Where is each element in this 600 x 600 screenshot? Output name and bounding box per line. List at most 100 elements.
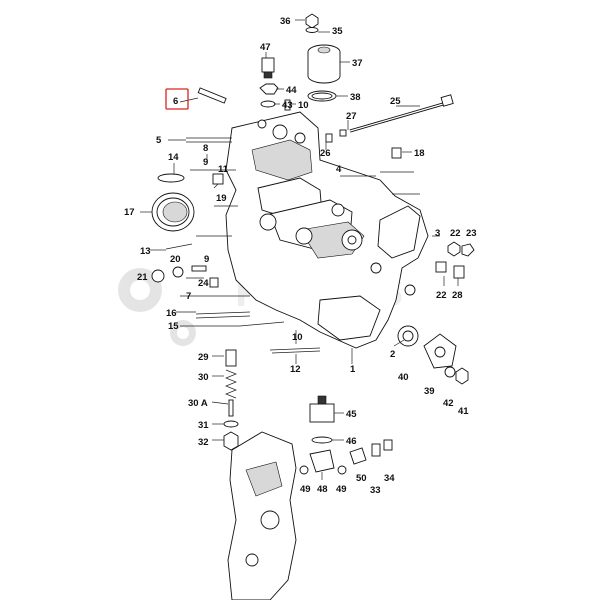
- callout-label-33[interactable]: 33: [370, 485, 381, 496]
- callout-label-48[interactable]: 48: [317, 484, 328, 495]
- callout-label-29[interactable]: 29: [198, 352, 209, 363]
- callout-label-2[interactable]: 2: [390, 349, 395, 360]
- callout-label-25[interactable]: 25: [390, 96, 401, 107]
- callout-label-15[interactable]: 15: [168, 321, 179, 332]
- callout-label-1[interactable]: 1: [350, 364, 356, 375]
- callout-label-20[interactable]: 20: [170, 254, 181, 265]
- part-36-nut[interactable]: [305, 13, 319, 29]
- callout-label-24[interactable]: 24: [198, 278, 209, 289]
- part-25-rod[interactable]: [349, 94, 454, 133]
- part-45-switch[interactable]: [309, 395, 335, 423]
- part-19-bushing[interactable]: [212, 173, 224, 185]
- callout-label-21[interactable]: 21: [137, 272, 148, 283]
- callout-label-6[interactable]: 6: [173, 96, 178, 107]
- part-18-dowel[interactable]: [391, 147, 402, 159]
- callout-label-3[interactable]: 3: [435, 228, 440, 239]
- callout-label-17[interactable]: 17: [124, 207, 135, 218]
- part-21-oring[interactable]: [151, 269, 165, 283]
- callout-label-14[interactable]: 14: [168, 152, 179, 163]
- part-28-sensor[interactable]: [453, 265, 465, 279]
- callout-label-39[interactable]: 39: [424, 386, 435, 397]
- callout-label-43[interactable]: 43: [282, 100, 293, 111]
- part-30A-pin[interactable]: [228, 399, 234, 417]
- callout-label-9a[interactable]: 9: [203, 157, 208, 168]
- stud-6[interactable]: [197, 87, 227, 104]
- callout-label-4[interactable]: 4: [336, 164, 342, 175]
- part-47-pressure-sender[interactable]: [261, 57, 275, 79]
- part-22-plug-upper[interactable]: [447, 241, 461, 257]
- part-24-plug[interactable]: [209, 277, 219, 288]
- callout-label-10a[interactable]: 10: [298, 100, 309, 111]
- part-43-washer[interactable]: [260, 100, 276, 108]
- callout-label-30[interactable]: 30: [198, 372, 209, 383]
- callout-label-34[interactable]: 34: [384, 473, 395, 484]
- callout-label-22b[interactable]: 22: [436, 290, 447, 301]
- part-41-nut[interactable]: [455, 367, 469, 385]
- part-44-nut[interactable]: [259, 83, 279, 95]
- part-13-stud[interactable]: [165, 243, 193, 250]
- callout-label-11[interactable]: 11: [218, 164, 229, 175]
- callout-label-49b[interactable]: 49: [336, 484, 347, 495]
- callout-label-8[interactable]: 8: [203, 143, 208, 154]
- callout-label-12[interactable]: 12: [290, 364, 301, 375]
- part-30-spring[interactable]: [225, 369, 237, 399]
- part-40-cover[interactable]: [397, 325, 419, 347]
- callout-label-41[interactable]: 41: [458, 406, 469, 417]
- crankcase-lower-half: [227, 431, 297, 600]
- part-31-washer[interactable]: [223, 420, 239, 428]
- callout-label-28[interactable]: 28: [452, 290, 463, 301]
- callout-label-18[interactable]: 18: [414, 148, 425, 159]
- callout-label-45[interactable]: 45: [346, 409, 357, 420]
- part-39-flange[interactable]: [423, 333, 457, 369]
- part-50-fitting[interactable]: [349, 447, 367, 465]
- part-46-washer[interactable]: [311, 436, 333, 444]
- callout-label-37[interactable]: 37: [352, 58, 363, 69]
- callout-label-36[interactable]: 36: [280, 16, 291, 27]
- callout-label-16[interactable]: 16: [166, 308, 177, 319]
- callout-label-49a[interactable]: 49: [300, 484, 311, 495]
- callout-label-5[interactable]: 5: [156, 135, 162, 146]
- callout-label-46[interactable]: 46: [346, 436, 357, 447]
- callout-label-30A[interactable]: 30 A: [188, 398, 208, 409]
- callout-label-47[interactable]: 47: [260, 42, 271, 53]
- callout-label-22a[interactable]: 22: [450, 228, 461, 239]
- callout-label-23[interactable]: 23: [466, 228, 477, 239]
- part-14-oring[interactable]: [157, 173, 185, 183]
- leader-lines: [140, 19, 459, 480]
- crankcase-half: [225, 111, 429, 349]
- callout-label-40[interactable]: 40: [398, 372, 409, 383]
- part-26-plug[interactable]: [325, 133, 333, 143]
- callout-label-9b[interactable]: 9: [204, 254, 209, 265]
- callout-label-13[interactable]: 13: [140, 246, 151, 257]
- callout-label-27[interactable]: 27: [346, 111, 357, 122]
- part-22-plug-lower[interactable]: [435, 261, 447, 273]
- part-20-washer[interactable]: [172, 266, 184, 278]
- part-35-washer[interactable]: [305, 27, 319, 33]
- part-33-fitting[interactable]: [371, 443, 381, 457]
- callout-label-31[interactable]: 31: [198, 420, 209, 431]
- callout-label-42[interactable]: 42: [443, 398, 454, 409]
- part-9-bolt[interactable]: [191, 265, 207, 272]
- part-29-piston[interactable]: [225, 349, 237, 367]
- part-38-seal-ring[interactable]: [307, 90, 337, 102]
- callout-label-44[interactable]: 44: [286, 85, 297, 96]
- part-37-oil-filter[interactable]: [307, 44, 341, 84]
- part-49-washer-right[interactable]: [337, 465, 347, 475]
- callout-label-35[interactable]: 35: [332, 26, 343, 37]
- part-48-tee[interactable]: [309, 449, 335, 473]
- callout-label-7[interactable]: 7: [186, 291, 191, 302]
- callout-label-32[interactable]: 32: [198, 437, 209, 448]
- part-23-plug[interactable]: [461, 243, 475, 257]
- part-17-seal[interactable]: [151, 192, 195, 232]
- callout-label-10b[interactable]: 10: [292, 332, 303, 343]
- callout-label-38[interactable]: 38: [350, 92, 361, 103]
- callout-label-26[interactable]: 26: [320, 148, 331, 159]
- part-42-washer[interactable]: [444, 366, 456, 378]
- callout-label-50[interactable]: 50: [356, 473, 367, 484]
- part-49-washer-left[interactable]: [299, 465, 309, 475]
- part-10-plug[interactable]: [284, 99, 291, 111]
- part-34-plug[interactable]: [383, 439, 393, 451]
- part-27-plug[interactable]: [339, 129, 347, 137]
- callout-label-19[interactable]: 19: [216, 193, 227, 204]
